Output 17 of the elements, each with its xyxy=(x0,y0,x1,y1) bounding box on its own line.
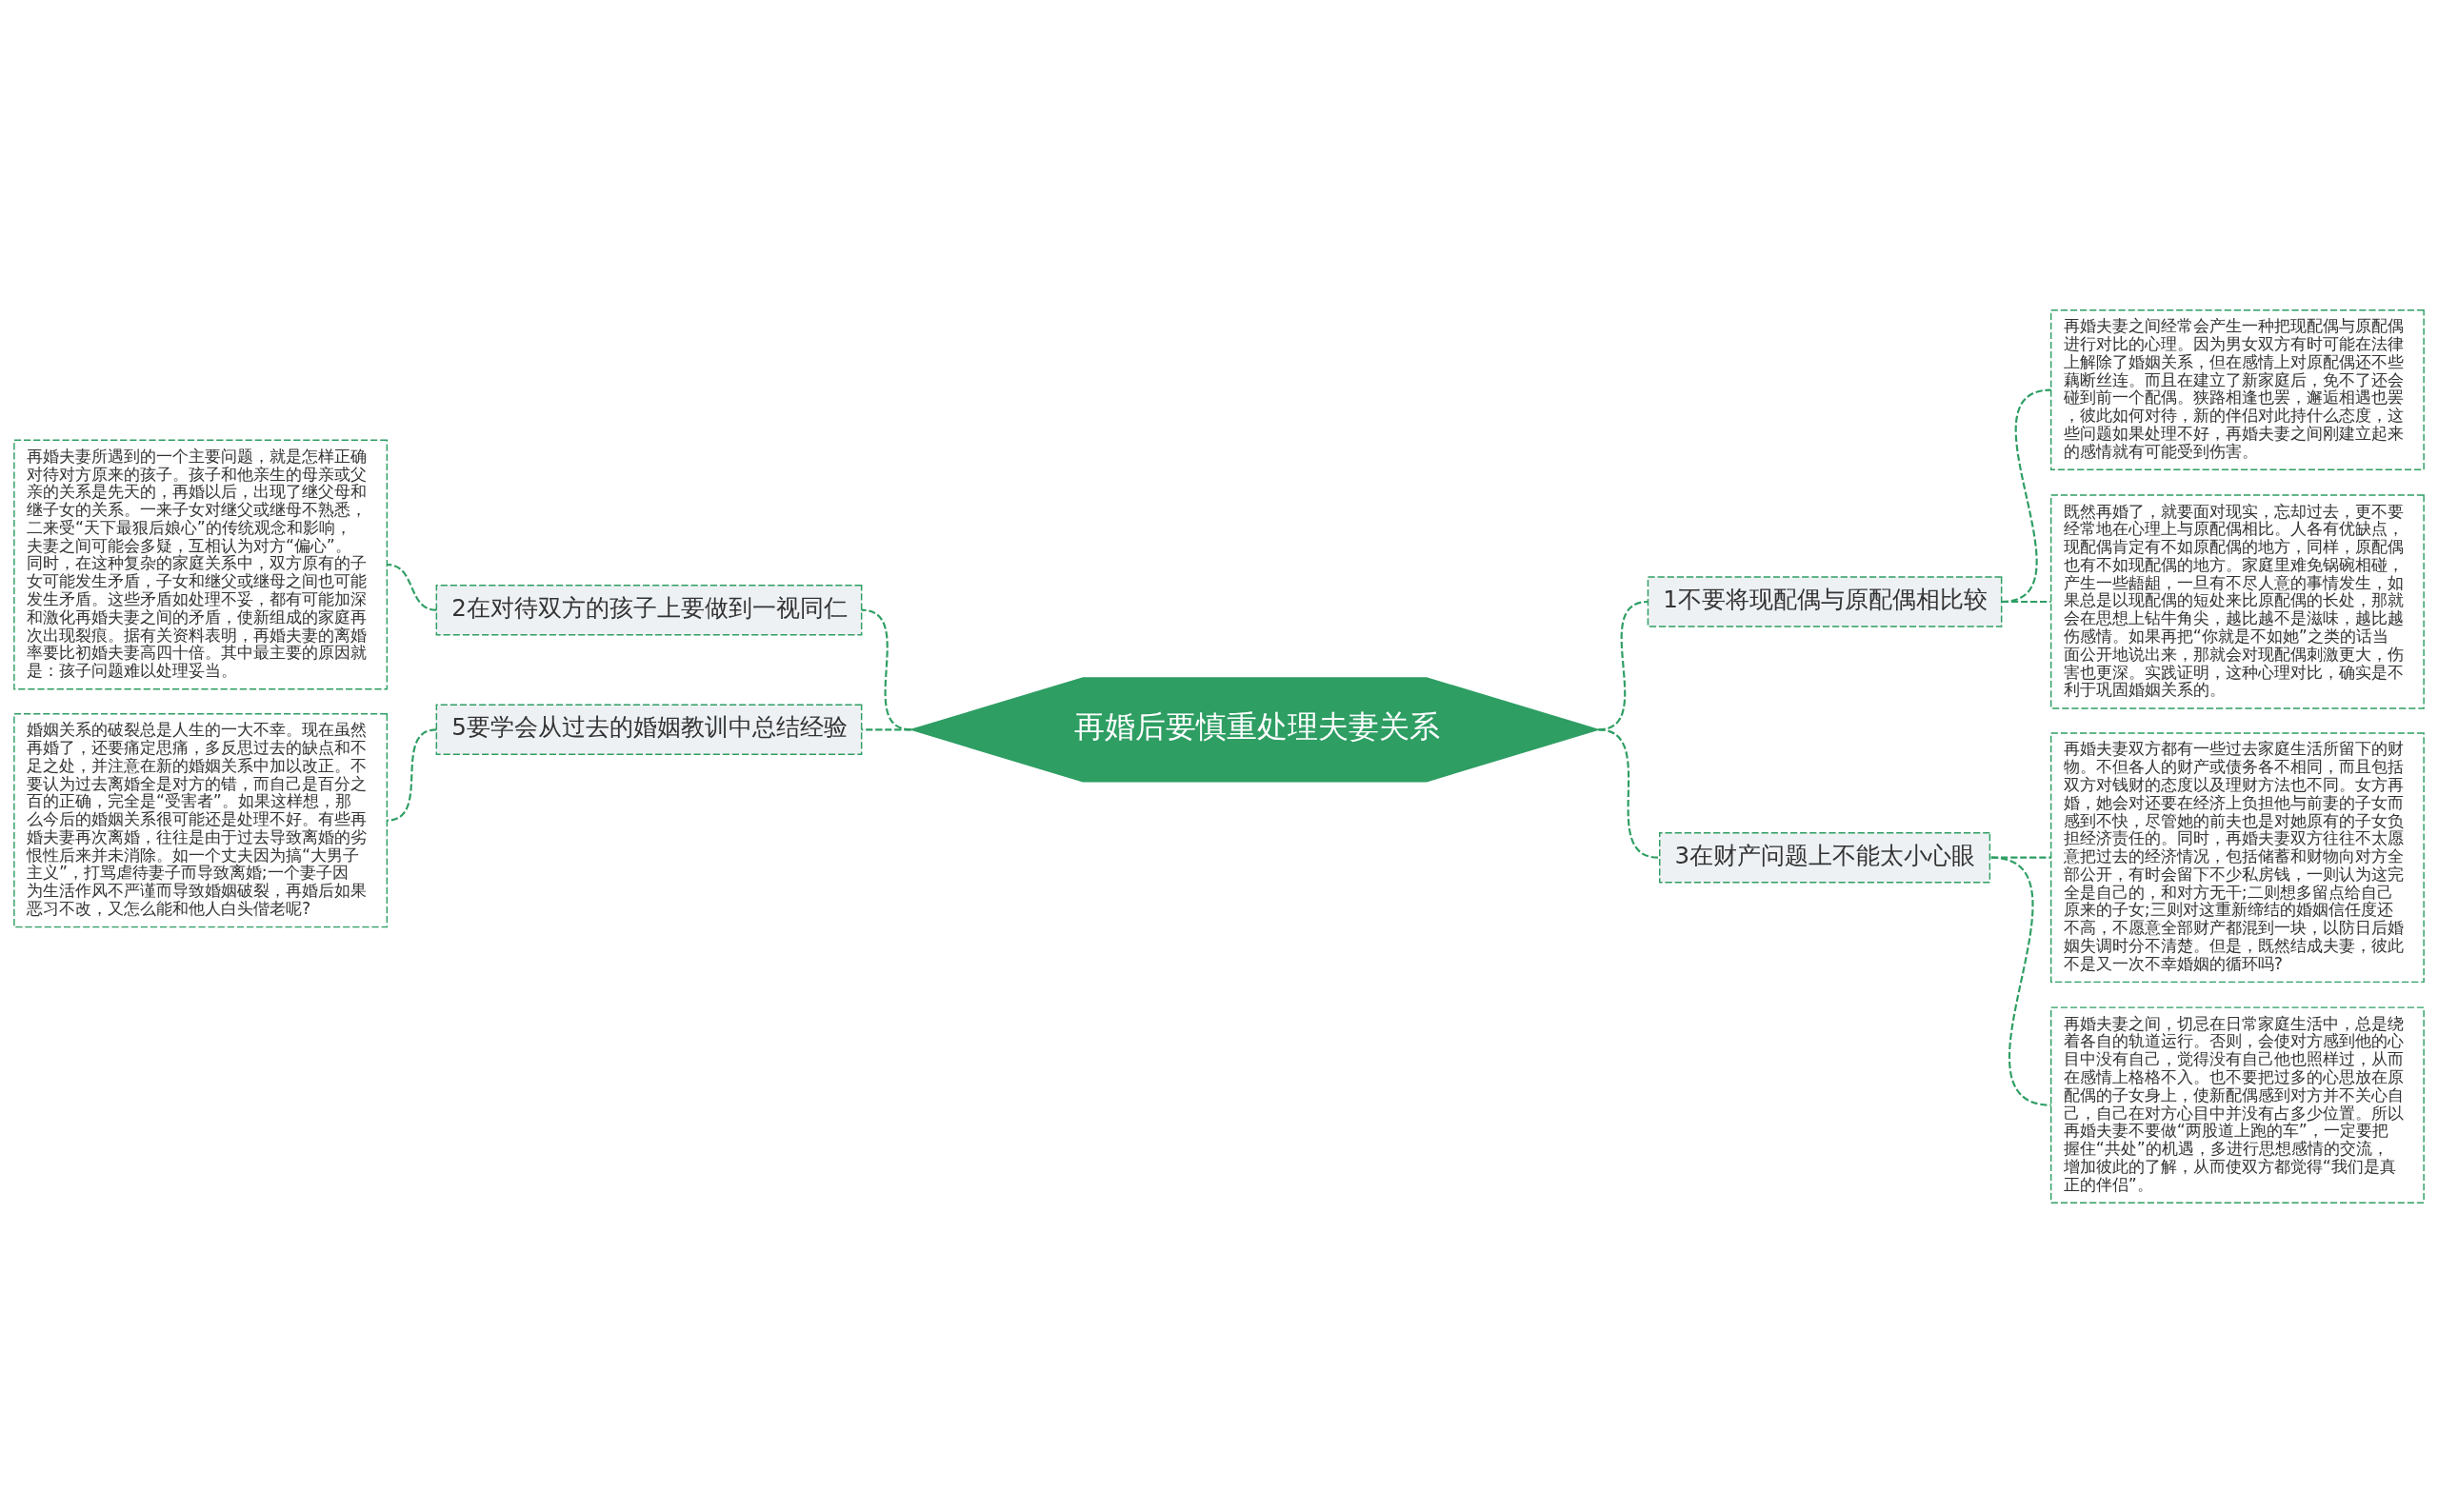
node-box: 再婚夫妻所遇到的一个主要问题，就是怎样正确对待对方原来的孩子。孩子和他亲生的母亲或父亲的关系是先天的，再婚以后，出现了继父母和继子女的关系。一来子女对继父或继母不熟悉，二来受“天下最狠后娘心”的传统观念和影响，夫妻之间可能会多疑，互相认为对方“偏心”。同时，在这种复杂的家庭关系中，双方原有的子女可能发生矛盾，子女和继父或继母之间也可能发生矛盾。这些矛盾如处理不妥，都有可能加深和激化再婚夫妻之间的矛盾，使新组成的家庭再次出现裂痕。据有关资料表明，再婚夫妻的离婚率要比初婚夫妻高四十倍。其中最主要的原因就是：孩子问题难以处理妥当。 xyxy=(13,439,389,689)
node-box: 3在财产问题上不能太小心眼 xyxy=(1659,831,1991,883)
connector xyxy=(861,608,911,730)
node-box: 婚姻关系的破裂总是人生的一大不幸。现在虽然再婚了，还要痛定思痛，多反思过去的缺点和不足之处，并注意在新的婚姻关系中加以改正。不要认为过去离婚全是对方的错，而自己是百分之百的正确，完全是“受害者”。如果这样想，那么今后的婚姻关系很可能还是处理不好。有些再婚夫妻再次离婚，往往是由于过去导致离婚的劣恨性后来并未消除。如一个丈夫因为搞“大男子主义”，打骂虐待妻子而导致离婚;一个妻子因为生活作风不严谨而导致婚姻破裂，再婚后如果恶习不改，又怎么能和他人白头偕老呢? xyxy=(13,712,389,927)
connector xyxy=(1990,856,2051,1106)
connector xyxy=(2001,388,2051,603)
node-box: 再婚夫妻之间经常会产生一种把现配偶与原配偶进行对比的心理。因为男女双方有时可能在法律上解除了婚姻关系，但在感情上对原配偶还不些藕断丝连。而且在建立了新家庭后，免不了还会碰到前一个配偶。狭路相逢也罢，邂逅相遇也罢，彼此如何对待，新的伴侣对此持什么态度，这些问题如果处理不好，再婚夫妻之间刚建立起来的感情就有可能受到伤害。 xyxy=(2049,308,2425,470)
node-box: 2在对待双方的孩子上要做到一视同仁 xyxy=(435,584,863,635)
node-box: 1不要将现配偶与原配偶相比较 xyxy=(1647,575,2003,627)
connector xyxy=(387,563,437,611)
connector xyxy=(387,727,437,822)
connector xyxy=(1598,727,1659,859)
node-box: 再婚夫妻之间，切忌在日常家庭生活中，总是绕着各自的轨道运行。否则，会使对方感到他的心目中没有自己，觉得没有自己他也照样过，从而在感情上格格不入。也不要把过多的心思放在原配偶的子女身上，使新配偶感到对方并不关心自己，自己在对方心目中并没有占多少位置。所以再婚夫妻不要做“两股道上跑的车”，一定要把握住“共处”的机遇，多进行思想感情的交流，增加彼此的了解，从而使双方都觉得“我们是真正的伴侣”。 xyxy=(2049,1005,2425,1204)
connector xyxy=(861,727,911,730)
node-box: 5要学会从过去的婚姻教训中总结经验 xyxy=(435,704,863,755)
node-box: 再婚夫妻双方都有一些过去家庭生活所留下的财物。不但各人的财产或债务各不相同，而且包括双方对钱财的态度以及理财方法也不同。女方再婚，她会对还要在经济上负担他与前妻的子女而感到不快，尽管她的前夫也是对她原有的子女负担经济责任的。同时，再婚夫妻双方往往不太愿意把过去的经济情况，包括储蓄和财物向对方全部公开，有时会留下不少私房钱，一则认为这完全是自己的，和对方无干;二则想多留点给自己原来的子女;三则对这重新缔结的婚姻信任度还不高，不愿意全部财产都混到一块，以防日后婚姻失调时分不清楚。但是，既然结成夫妻，彼此不是又一次不幸婚姻的循环吗? xyxy=(2049,731,2425,983)
node-box: 既然再婚了，就要面对现实，忘却过去，更不要经常地在心理上与原配偶相比。人各有优缺点，现配偶肯定有不如原配偶的地方，同样，原配偶也有不如现配偶的地方。家庭里难免锅碗相碰，产生一些龉龃，一旦有不尽人意的事情发生，如果总是以现配偶的短处来比原配偶的长处，那就会在思想上钻牛角尖，越比越不是滋味，越比越伤感情。如果再把“你就是不如她”之类的话当面公开地说出来，那就会对现配偶刺激更大，伤害也更深。实践证明，这种心理对比，确实是不利于巩固婚姻关系的。 xyxy=(2049,493,2425,709)
